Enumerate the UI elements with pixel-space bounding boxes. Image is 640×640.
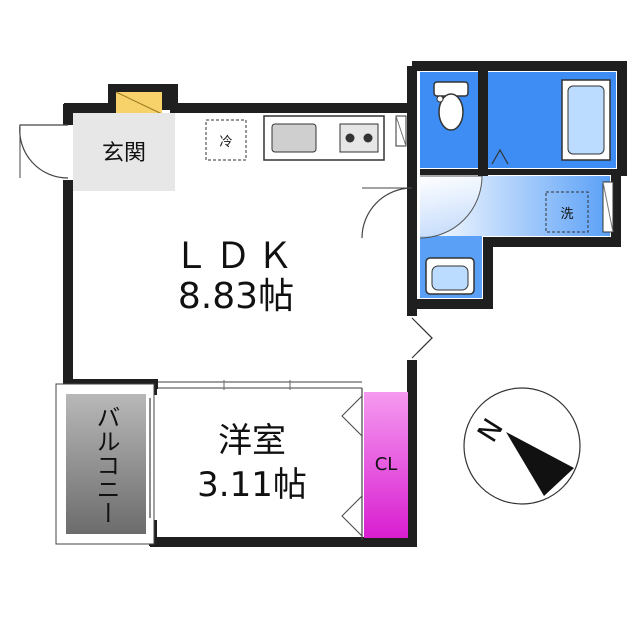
wash-basin-icon <box>425 257 475 295</box>
closet-doors <box>341 395 363 537</box>
closet-label: CL <box>375 454 398 475</box>
bedroom-size: 3.11帖 <box>197 465 307 505</box>
washer-label: 洗 <box>560 207 573 222</box>
washing-machine-spot: 洗 <box>545 191 589 233</box>
washroom-door <box>361 187 413 239</box>
compass: N <box>463 387 581 505</box>
meter-box <box>108 84 178 115</box>
bath-door-icon <box>491 148 509 165</box>
entrance-label: 玄関 <box>102 141 146 166</box>
compass-arrow-icon <box>506 432 574 496</box>
sink-icon <box>271 123 317 153</box>
ldk-window <box>411 317 433 359</box>
walls <box>63 103 417 547</box>
entrance-floor <box>73 113 175 191</box>
bathroom-block: 洗 <box>407 61 627 309</box>
bedroom-sliding-door <box>158 380 362 390</box>
toilet-icon <box>433 81 469 131</box>
fridge-spot: 冷 <box>205 119 247 161</box>
entrance-door <box>19 124 69 179</box>
ldk-label: ＬＤＫ <box>173 236 299 277</box>
fridge-label: 冷 <box>219 135 232 150</box>
ldk-size: 8.83帖 <box>178 276 294 317</box>
kitchen-counter <box>263 115 385 161</box>
bedroom-label: 洋室 <box>218 421 286 461</box>
balcony-floor <box>66 394 146 534</box>
washroom-door-swing <box>420 176 482 238</box>
closet <box>364 392 408 538</box>
bathtub-icon <box>561 79 611 161</box>
balcony-label: バルコニー <box>92 405 120 525</box>
